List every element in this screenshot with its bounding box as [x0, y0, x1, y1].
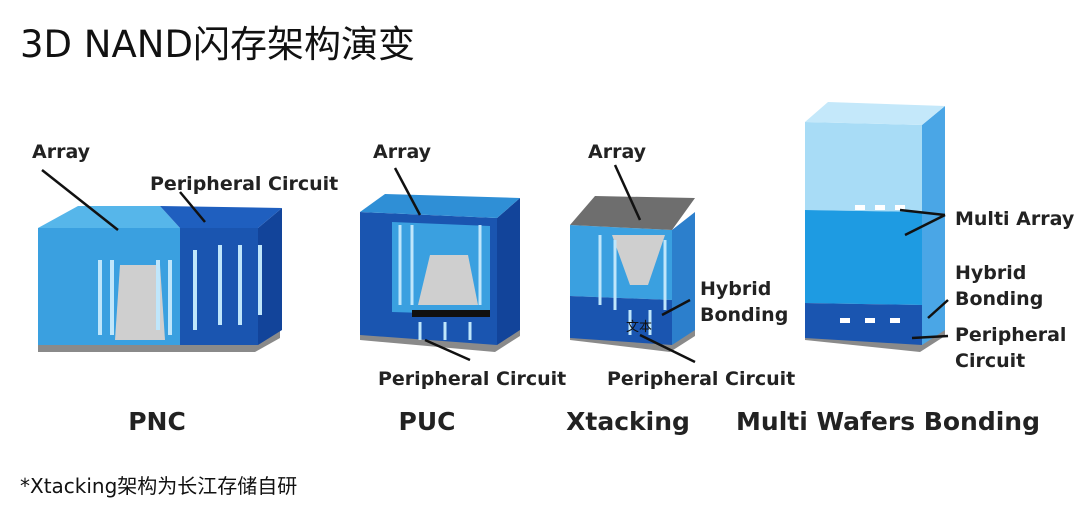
xtacking-peripheral-label: Peripheral Circuit — [607, 368, 795, 390]
multi-wafer-caption: Multi Wafers Bonding — [736, 407, 1040, 436]
puc-caption: PUC — [399, 407, 456, 436]
xtacking-hybrid-label-1: Hybrid — [700, 278, 771, 300]
xtacking-array-label: Array — [588, 141, 647, 163]
pnc-array-label: Array — [32, 141, 91, 163]
page-title: 3D NAND闪存架构演变 — [20, 23, 415, 66]
puc-array-label: Array — [373, 141, 432, 163]
pnc-caption: PNC — [128, 407, 186, 436]
multi-array-label: Multi Array — [955, 208, 1075, 230]
xtacking-caption: Xtacking — [566, 407, 690, 436]
puc-peripheral-label: Peripheral Circuit — [378, 368, 566, 390]
xtacking-overlay-text: 文本 — [626, 320, 652, 335]
footnote: *Xtacking架构为长江存储自研 — [20, 474, 298, 498]
multi-hybrid-label-1: Hybrid — [955, 262, 1026, 284]
multi-hybrid-label-2: Bonding — [955, 288, 1043, 310]
puc-block: Array Peripheral Circuit PUC — [360, 141, 566, 436]
multi-wafer-block: Multi Array Hybrid Bonding Peripheral Ci… — [736, 102, 1075, 436]
pnc-block: Array Peripheral Circuit PNC — [32, 141, 338, 436]
xtacking-block: 文本 Array Hybrid Bonding Peripheral Circu… — [566, 141, 795, 436]
multi-peripheral-label-1: Peripheral — [955, 324, 1066, 346]
xtacking-hybrid-label-2: Bonding — [700, 304, 788, 326]
multi-peripheral-label-2: Circuit — [955, 350, 1025, 372]
pnc-peripheral-label: Peripheral Circuit — [150, 173, 338, 195]
